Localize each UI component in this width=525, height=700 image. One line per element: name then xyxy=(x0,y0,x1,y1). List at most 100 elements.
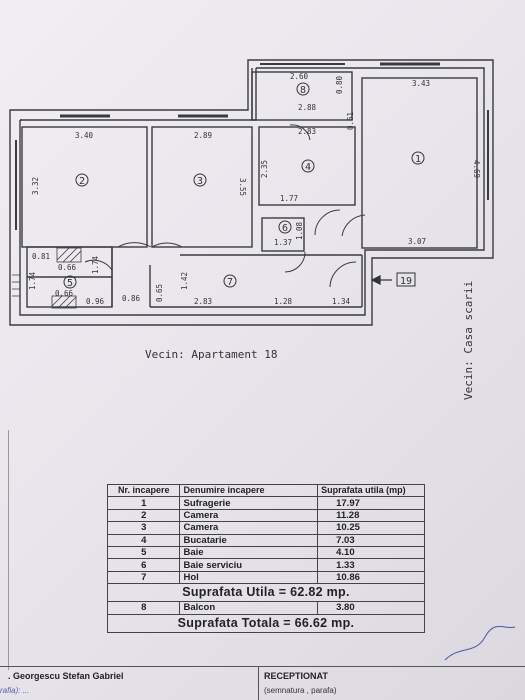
dimension-label: 1.74 xyxy=(91,255,100,274)
inner-left-top xyxy=(20,68,257,121)
room-3-outline xyxy=(151,126,253,248)
dimension-label: 0.66 xyxy=(55,289,74,298)
row-nr: 7 xyxy=(106,570,181,585)
signature-scribble xyxy=(444,625,516,661)
hatched-shaft xyxy=(51,247,82,309)
header-area: Suprafata utila (mp) xyxy=(317,483,425,498)
useful-total-row: Suprafata Utila = 62.82 mp. xyxy=(107,583,425,603)
dimension-label: 1.08 xyxy=(295,221,304,240)
dimension-label: 1.34 xyxy=(332,297,351,306)
stamp-text: rafia): ... xyxy=(0,686,30,695)
outer-wall xyxy=(9,59,494,326)
header-nr: Nr. incapere xyxy=(106,483,181,498)
received-label: RECEPTIONAT xyxy=(264,671,328,681)
row-name: Hol xyxy=(179,570,319,585)
document-footer: . Georgescu Stefan Gabriel RECEPTIONAT (… xyxy=(0,666,525,700)
grand-total: Suprafata Totala = 66.62 mp. xyxy=(107,613,425,633)
dimension-label: 2.35 xyxy=(260,160,269,178)
neighbor-bottom-label: Vecin: Apartament 18 xyxy=(145,348,278,361)
room-4-outline xyxy=(258,126,356,206)
row-area: 10.86 xyxy=(317,570,425,585)
row-name: Camera xyxy=(179,508,319,523)
row-area: 3.80 xyxy=(317,601,425,615)
row-nr: 6 xyxy=(106,558,181,572)
row-nr: 8 xyxy=(106,601,181,615)
grand-total-row: Suprafata Totala = 66.62 mp. xyxy=(107,613,425,633)
margin-stamp-strip xyxy=(0,430,9,670)
room-number-3: 3 xyxy=(197,176,203,187)
dimension-label: 1.37 xyxy=(274,238,292,247)
dimension-label: 3.40 xyxy=(75,131,94,140)
room-number-7: 7 xyxy=(227,277,233,288)
footer-divider-line xyxy=(0,666,525,667)
dimension-label: 0.61 xyxy=(346,112,355,130)
dimension-label: 2.88 xyxy=(298,103,317,112)
dimension-label: 0.81 xyxy=(32,252,50,261)
room-number-6: 6 xyxy=(282,223,288,234)
room-6-outline xyxy=(261,217,305,252)
neighbor-right-label: Vecin: Casa scarii xyxy=(462,280,475,400)
dimension-label: 1.74 xyxy=(28,271,37,290)
dimension-label: 1.42 xyxy=(180,272,189,290)
signature-note: (semnatura , parafa) xyxy=(264,686,337,695)
dimension-label: 2.89 xyxy=(194,131,212,140)
room-number-4: 4 xyxy=(305,162,311,173)
room-number-8: 8 xyxy=(300,85,306,96)
entrance-number-box xyxy=(396,272,416,287)
row-name: Bucatarie xyxy=(179,533,319,547)
dimension-label: 0.86 xyxy=(122,294,141,303)
room-2-outline xyxy=(21,126,148,248)
row-area: 1.33 xyxy=(317,558,425,572)
row-name: Sufragerie xyxy=(179,496,319,510)
row-area: 17.97 xyxy=(317,496,425,510)
header-name: Denumire incapere xyxy=(179,483,319,498)
dimension-label: 0.65 xyxy=(155,284,164,302)
dimension-label: 1.28 xyxy=(274,297,293,306)
table-header-row: Nr. incapere Denumire incapere Suprafata… xyxy=(106,483,425,498)
room-number-1: 1 xyxy=(415,154,421,165)
dimension-label: 3.55 xyxy=(238,178,247,196)
dimension-label: 3.43 xyxy=(412,79,430,88)
dimension-label: 3.07 xyxy=(408,237,426,246)
dimension-label: 1.77 xyxy=(280,194,298,203)
row-nr: 4 xyxy=(106,533,181,547)
author-name: . Georgescu Stefan Gabriel xyxy=(8,671,124,681)
row-nr: 5 xyxy=(106,545,181,560)
row-name: Baie xyxy=(179,545,319,560)
dimension-label: 3.32 xyxy=(31,177,40,195)
dimension-label: 0.96 xyxy=(86,297,105,306)
row-area: 10.25 xyxy=(317,521,425,535)
dimension-label: 0.66 xyxy=(58,263,77,272)
row-area: 11.28 xyxy=(317,508,425,523)
row-nr: 1 xyxy=(106,496,181,510)
row-name: Balcon xyxy=(179,601,319,615)
dimension-label: 4.69 xyxy=(472,160,481,178)
dimension-label: 2.83 xyxy=(298,127,316,136)
dimension-label: 2.83 xyxy=(194,297,212,306)
entrance-number: 19 xyxy=(400,276,412,287)
row-area: 4.10 xyxy=(317,545,425,560)
row-name: Baie serviciu xyxy=(179,558,319,572)
dimension-label: 0.80 xyxy=(335,75,344,94)
room-number-5: 5 xyxy=(67,278,73,289)
row-area: 7.03 xyxy=(317,533,425,547)
useful-total: Suprafata Utila = 62.82 mp. xyxy=(107,583,425,603)
dimension-label: 2.60 xyxy=(290,72,309,81)
footer-column-divider xyxy=(258,666,259,700)
row-nr: 3 xyxy=(106,521,181,535)
area-table: Nr. incapere Denumire incapere Suprafata… xyxy=(106,483,425,633)
room-number-2: 2 xyxy=(79,176,85,187)
entrance-arrow-icon xyxy=(370,275,392,285)
row-name: Camera xyxy=(179,521,319,535)
floor-plan: 19 1 2 3 4 5 6 7 8 2.60 2.88 0.80 0.61 3… xyxy=(9,59,494,326)
room-1-outline xyxy=(361,77,478,249)
row-nr: 2 xyxy=(106,508,181,523)
